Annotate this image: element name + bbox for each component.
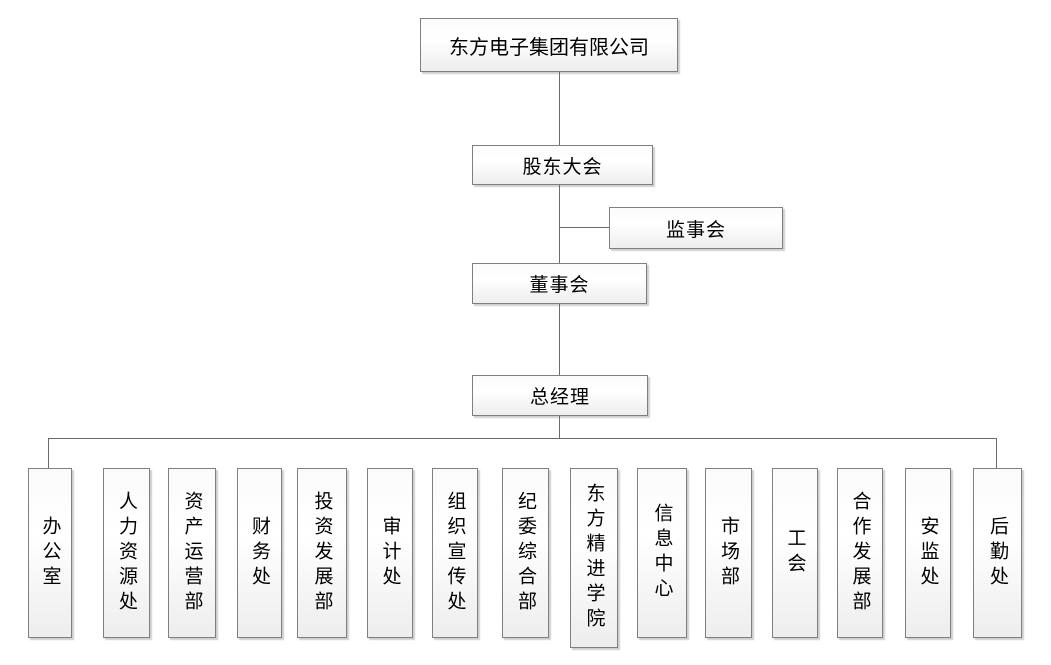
dept-label-audit: 审计处 — [379, 515, 401, 591]
node-supervisory-board-label: 监事会 — [665, 219, 726, 241]
dept-label-information-center: 信息中心 — [651, 503, 673, 603]
dept-label-marketing: 市场部 — [718, 515, 739, 591]
dept-label-cooperation-development: 合作发展部 — [849, 490, 871, 616]
node-shareholders-meeting-label: 股东大会 — [522, 156, 603, 178]
dept-box-discipline-inspection: 纪委综合部 — [502, 468, 549, 638]
dept-box-logistics: 后勤处 — [973, 468, 1022, 638]
dept-label-organization-propaganda: 组织宣传处 — [444, 490, 466, 616]
dept-box-asset-operations: 资产运营部 — [168, 468, 216, 638]
dept-label-labor-union: 工会 — [784, 528, 806, 578]
dept-box-investment-development: 投资发展部 — [297, 468, 347, 638]
dept-box-finance: 财务处 — [237, 468, 282, 638]
dept-box-audit: 审计处 — [367, 468, 413, 638]
dept-box-jingjin-academy: 东方精进学院 — [570, 468, 618, 648]
node-company-label: 东方电子集团有限公司 — [449, 36, 649, 59]
dept-label-finance: 财务处 — [249, 515, 270, 591]
node-board-of-directors-label: 董事会 — [529, 275, 590, 296]
dept-box-labor-union: 工会 — [772, 468, 818, 638]
node-shareholders-meeting: 股东大会 — [472, 145, 653, 185]
connector-rail-right-drop — [996, 438, 997, 469]
node-general-manager-label: 总经理 — [529, 387, 590, 408]
dept-label-discipline-inspection: 纪委综合部 — [515, 490, 536, 616]
connector-company-to-shareholders — [559, 72, 560, 145]
dept-box-information-center: 信息中心 — [637, 468, 687, 638]
dept-label-safety-supervision: 安监处 — [917, 515, 939, 591]
dept-box-office: 办公室 — [28, 468, 72, 638]
dept-box-human-resources: 人力资源处 — [103, 468, 150, 638]
dept-label-logistics: 后勤处 — [987, 515, 1008, 591]
dept-label-investment-development: 投资发展部 — [311, 490, 333, 616]
dept-box-marketing: 市场部 — [705, 468, 752, 638]
node-general-manager: 总经理 — [472, 375, 648, 416]
node-board-of-directors: 董事会 — [472, 263, 647, 304]
dept-label-human-resources: 人力资源处 — [116, 490, 137, 616]
dept-box-organization-propaganda: 组织宣传处 — [432, 468, 478, 638]
connector-board-to-gm — [559, 304, 560, 375]
dept-box-cooperation-development: 合作发展部 — [837, 468, 883, 638]
node-company: 东方电子集团有限公司 — [420, 18, 678, 72]
connector-gm-to-rail — [559, 416, 560, 439]
connector-departments-rail — [48, 438, 997, 439]
connector-shareholders-to-board — [559, 185, 560, 263]
dept-label-office: 办公室 — [39, 515, 61, 591]
connector-rail-left-drop — [48, 438, 49, 469]
dept-label-asset-operations: 资产运营部 — [181, 490, 203, 616]
dept-box-safety-supervision: 安监处 — [905, 468, 951, 638]
dept-label-jingjin-academy: 东方精进学院 — [583, 483, 605, 633]
connector-branch-to-supervisory — [559, 227, 610, 228]
node-supervisory-board: 监事会 — [609, 207, 783, 249]
